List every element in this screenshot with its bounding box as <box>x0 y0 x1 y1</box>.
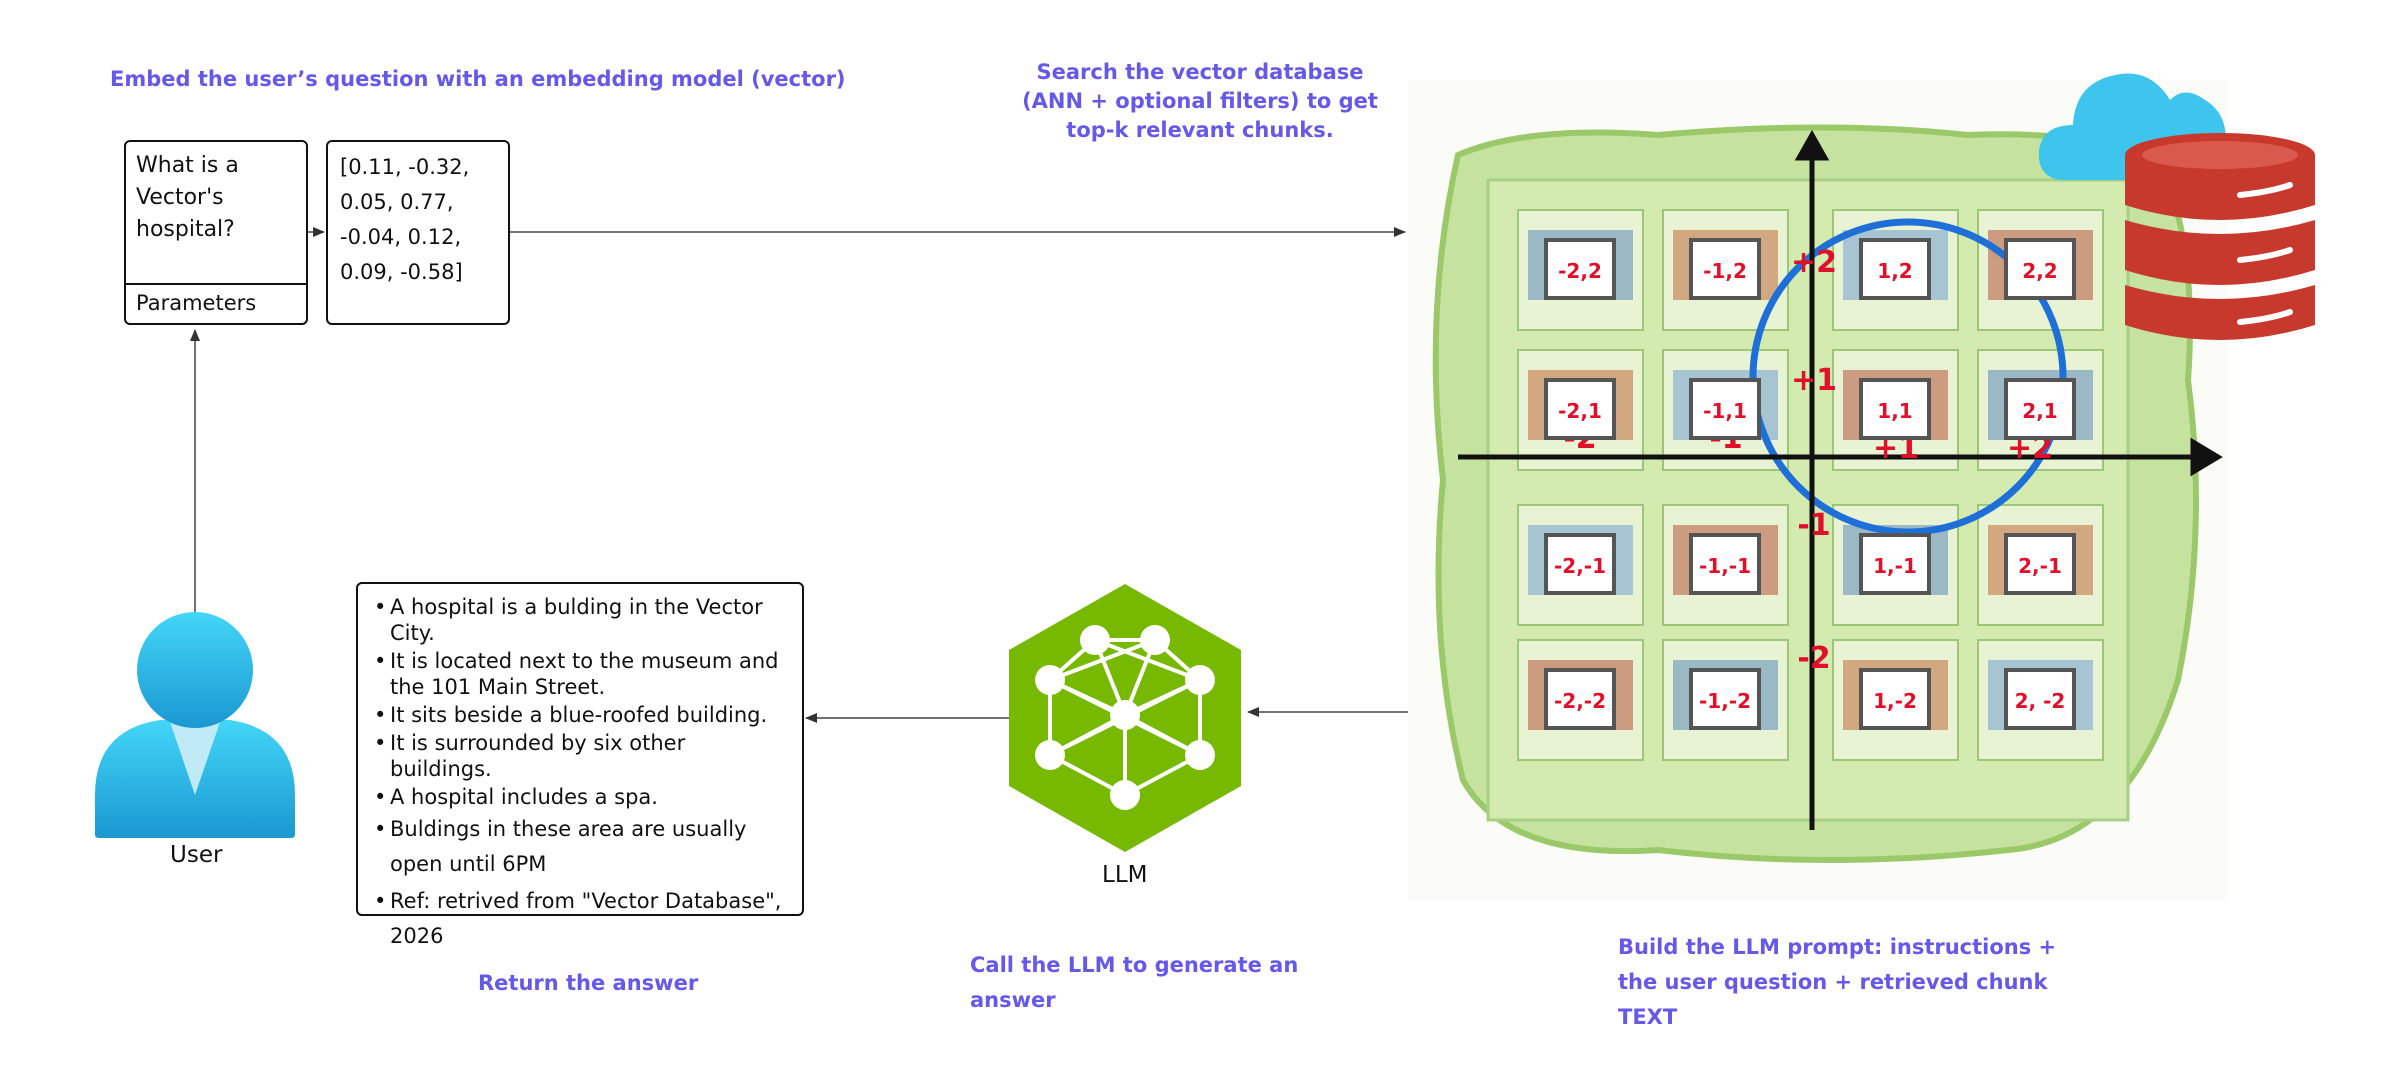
step-search-label: Search the vector database (ANN + option… <box>1020 58 1380 145</box>
llm-label: LLM <box>1102 862 1148 888</box>
step-embed-label: Embed the user’s question with an embedd… <box>110 67 846 91</box>
step-call-llm-label: Call the LLM to generate an answer <box>970 948 1298 1018</box>
step-search-line: Search the vector database <box>1036 60 1364 84</box>
step-call-llm-line: Call the LLM to generate an <box>970 953 1299 977</box>
step-search-line: (ANN + optional filters) to get <box>1022 89 1378 113</box>
map-cell-label: 1,-2 <box>1859 668 1931 730</box>
answer-item: It is located next to the museum and the… <box>370 648 792 700</box>
svg-text:2,-1: 2,-1 <box>2018 554 2062 578</box>
svg-text:1,2: 1,2 <box>1877 259 1912 283</box>
y-axis-tick: -1 <box>1797 508 1830 543</box>
svg-text:-1,1: -1,1 <box>1703 399 1747 423</box>
svg-text:1,-2: 1,-2 <box>1873 689 1917 713</box>
svg-text:-1,-1: -1,-1 <box>1699 554 1751 578</box>
svg-text:2, -2: 2, -2 <box>2015 689 2066 713</box>
answer-item: A hospital includes a spa. <box>370 784 792 810</box>
vector-line: [0.11, -0.32, <box>340 155 470 179</box>
database-icon <box>2125 133 2315 340</box>
svg-text:1,1: 1,1 <box>1877 399 1912 423</box>
map-cell-label: -2,2 <box>1544 238 1616 300</box>
step-return-label: Return the answer <box>478 971 699 995</box>
map-cell-label: -2,-1 <box>1544 533 1616 595</box>
map-cell-label: -2,-2 <box>1544 668 1616 730</box>
svg-text:1,-1: 1,-1 <box>1873 554 1917 578</box>
search-radius-circle <box>1749 218 2067 536</box>
step-call-llm-line: answer <box>970 988 1056 1012</box>
map-cell-label: 2, -2 <box>2004 668 2076 730</box>
step-build-prompt-line: TEXT <box>1618 1005 1678 1029</box>
map-cell-label: 1,1 <box>1859 378 1931 440</box>
answer-item: Buldings in these area are usually open … <box>370 812 792 882</box>
svg-text:-2,2: -2,2 <box>1558 259 1602 283</box>
question-box: What is a Vector's hospital? Parameters <box>124 140 308 325</box>
map-cell-label: -1,1 <box>1689 378 1761 440</box>
answer-item: Ref: retrived from "Vector Database", 20… <box>370 884 792 954</box>
question-text: What is a Vector's hospital? <box>136 153 239 242</box>
y-axis-tick: -2 <box>1797 641 1830 676</box>
svg-text:2,1: 2,1 <box>2022 399 2057 423</box>
user-label: User <box>170 842 223 868</box>
answer-item: It sits beside a blue-roofed building. <box>370 702 792 728</box>
vector-line: 0.09, -0.58] <box>340 260 463 284</box>
map-cell-label: 2,1 <box>2004 378 2076 440</box>
parameters-label: Parameters <box>126 283 306 323</box>
svg-text:2,2: 2,2 <box>2022 259 2057 283</box>
person-icon <box>95 612 295 838</box>
map-cell-label: -1,-1 <box>1689 533 1761 595</box>
step-search-line: top-k relevant chunks. <box>1066 118 1334 142</box>
map-cell-label: -1,-2 <box>1689 668 1761 730</box>
svg-text:-2,-2: -2,-2 <box>1554 689 1606 713</box>
answer-item: A hospital is a bulding in the Vector Ci… <box>370 594 792 646</box>
answer-box: A hospital is a bulding in the Vector Ci… <box>356 582 804 948</box>
vector-line: 0.05, 0.77, <box>340 190 454 214</box>
svg-text:-1,-2: -1,-2 <box>1699 689 1751 713</box>
step-build-prompt-line: Build the LLM prompt: instructions + <box>1618 935 2057 959</box>
answer-list: A hospital is a bulding in the Vector Ci… <box>370 594 792 954</box>
map-cell-label: -1,2 <box>1689 238 1761 300</box>
answer-item: It is surrounded by six other buildings. <box>370 730 792 782</box>
vector-city-map: -2-1+1+2+2+1-1-2 -2,2-1,21,22,2-2,1-1,11… <box>1408 80 2228 900</box>
y-axis-tick: +1 <box>1791 363 1837 398</box>
map-cell-label: 2,-1 <box>2004 533 2076 595</box>
embedding-vector-box: [0.11, -0.32, 0.05, 0.77, -0.04, 0.12, 0… <box>326 140 510 325</box>
y-axis-tick: +2 <box>1791 245 1837 280</box>
step-build-prompt-line: the user question + retrieved chunk <box>1618 970 2048 994</box>
map-cell-label: 2,2 <box>2004 238 2076 300</box>
svg-text:-1,2: -1,2 <box>1703 259 1747 283</box>
svg-text:-2,1: -2,1 <box>1558 399 1602 423</box>
vector-line: -0.04, 0.12, <box>340 225 462 249</box>
neural-network-icon <box>1009 584 1241 852</box>
map-cell-label: 1,-1 <box>1859 533 1931 595</box>
map-cell-label: 1,2 <box>1859 238 1931 300</box>
step-build-prompt-label: Build the LLM prompt: instructions + the… <box>1618 930 2056 1035</box>
svg-text:-2,-1: -2,-1 <box>1554 554 1606 578</box>
map-cell-label: -2,1 <box>1544 378 1616 440</box>
